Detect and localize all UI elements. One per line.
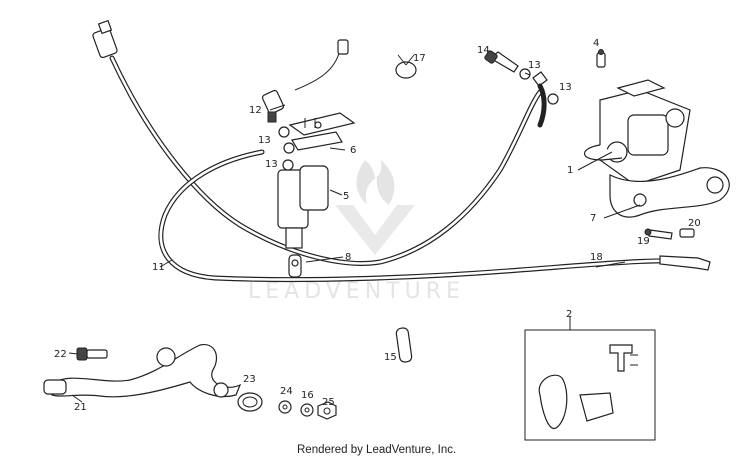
callout-2: 2	[566, 309, 572, 320]
leadventure-watermark: LEADVENTURE	[248, 160, 465, 304]
callout-15: 15	[384, 352, 397, 363]
brake-hose	[158, 149, 711, 283]
callout-4: 4	[593, 38, 599, 49]
caliper-pin	[644, 228, 695, 240]
callout-24: 24	[280, 386, 293, 397]
callout-20: 20	[688, 218, 701, 229]
pedal-hardware	[278, 400, 337, 420]
callout-12: 12	[249, 105, 262, 116]
callout-19: 19	[637, 236, 650, 247]
callout-7: 7	[590, 213, 596, 224]
callout-6: 6	[350, 145, 356, 156]
brake-pad-kit	[524, 316, 656, 441]
leader-lines	[68, 72, 641, 403]
callout-13-c: 13	[528, 60, 541, 71]
callout-14: 14	[477, 45, 490, 56]
callout-21: 21	[74, 402, 87, 413]
callout-13-d: 13	[559, 82, 572, 93]
callout-13-b: 13	[265, 159, 278, 170]
callout-23: 23	[243, 374, 256, 385]
callout-11: 11	[152, 262, 165, 273]
callout-8: 8	[345, 252, 351, 263]
callout-labels: 1 2 4 5 6 7 8 11 12 13 13 13 13 14 15 16…	[54, 38, 701, 413]
callout-16: 16	[301, 390, 314, 401]
footer-credit: Rendered by LeadVenture, Inc.	[297, 444, 456, 456]
brake-caliper	[583, 79, 730, 218]
return-spring	[237, 392, 263, 412]
speed-sensor-cable	[92, 19, 543, 266]
master-cylinder	[277, 112, 356, 278]
sleeve	[395, 327, 413, 363]
callout-22: 22	[54, 349, 67, 360]
bleed-screw	[596, 49, 606, 68]
callout-13-a: 13	[258, 135, 271, 146]
hose-clip	[395, 54, 417, 79]
pivot-bolt	[76, 347, 108, 361]
callout-25: 25	[322, 397, 335, 408]
washers	[278, 68, 559, 171]
watermark-text: LEADVENTURE	[248, 279, 465, 304]
callout-1: 1	[567, 165, 573, 176]
callout-18: 18	[590, 252, 603, 263]
callout-5: 5	[343, 191, 349, 202]
banjo-bolt	[484, 50, 548, 128]
callout-17: 17	[413, 53, 426, 64]
brake-pedal	[43, 344, 242, 398]
banjo-fitting	[261, 39, 349, 123]
